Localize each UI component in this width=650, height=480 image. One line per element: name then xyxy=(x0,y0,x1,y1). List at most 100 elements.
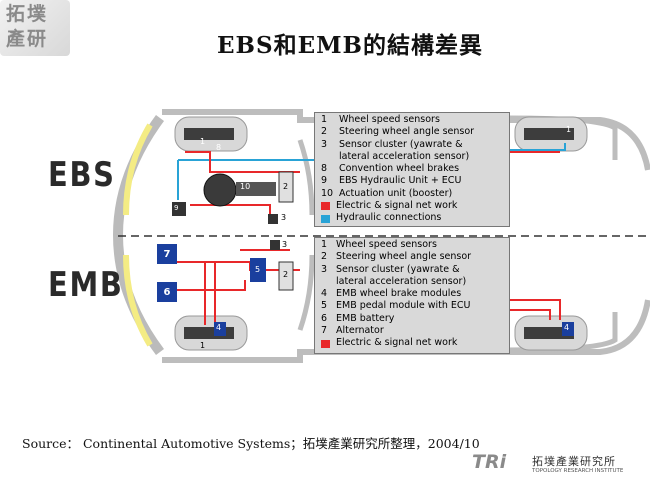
legend-item: 4 EMB wheel brake modules xyxy=(315,288,509,300)
emb-legend: 1 Wheel speed sensors 2 Steering wheel ang… xyxy=(314,237,510,354)
legend-num: 7 xyxy=(321,325,328,337)
legend-text: Convention wheel brakes xyxy=(339,163,460,175)
legend-item: 6 EMB battery xyxy=(315,313,509,325)
headlight-top xyxy=(123,123,153,216)
legend-item: 8 Convention wheel brakes xyxy=(315,163,509,175)
legend-num: 4 xyxy=(321,288,328,300)
legend-item: 3 Sensor cluster (yawrate & xyxy=(315,264,509,276)
headlight-bottom xyxy=(123,254,153,347)
legend-key-text: Electric & signal net work xyxy=(336,200,458,212)
legend-key: Hydraulic connections xyxy=(315,212,509,224)
ebs-marker-9: 9 xyxy=(174,204,179,212)
legend-num: 1 xyxy=(321,114,328,125)
legend-item: 2 Steering wheel angle sensor xyxy=(315,126,509,138)
ebs-electric-line-2 xyxy=(190,204,271,215)
ebs-marker-2: 2 xyxy=(283,182,289,191)
legend-num: 10 xyxy=(321,187,334,199)
ebs-steering-sensor xyxy=(278,171,294,203)
ebs-booster xyxy=(203,173,237,207)
ebs-marker-1: 1 xyxy=(200,137,206,146)
emb-electric-2 xyxy=(175,280,246,291)
legend-key: Electric & signal net work xyxy=(315,200,509,212)
legend-num: 3 xyxy=(321,263,328,275)
legend-item: lateral acceleration sensor) xyxy=(315,151,509,163)
brake-front-ebs xyxy=(184,128,234,140)
ebs-sensor-cluster xyxy=(268,214,278,224)
emb-electric-rear-2 xyxy=(508,309,551,320)
emb-pedal-module xyxy=(250,258,266,282)
emb-marker-2: 2 xyxy=(283,270,289,279)
legend-text: Steering wheel angle sensor xyxy=(339,126,475,138)
legend-text: Actuation unit (booster) xyxy=(339,187,453,199)
emb-battery-box: 6 xyxy=(157,282,177,302)
windshield-top xyxy=(297,139,315,216)
emb-marker-4-front: 4 xyxy=(216,323,222,332)
legend-key-text: Hydraulic connections xyxy=(336,212,442,224)
ebs-label: EBS xyxy=(48,155,116,195)
windshield-bottom xyxy=(297,254,315,331)
legend-text: Sensor cluster (yawrate & xyxy=(336,263,460,275)
legend-num: 8 xyxy=(321,163,328,175)
brand-cn: 拓墣產業研究所 xyxy=(532,455,616,468)
ebs-ecu xyxy=(172,202,186,216)
brand-en: TOPOLOGY RESEARCH INSTITUTE xyxy=(532,468,624,474)
legend-item: 2 Steering wheel angle sensor xyxy=(315,251,509,263)
ebs-marker-rear-1: 1 xyxy=(566,125,572,134)
legend-item: 5 EMB pedal module with ECU xyxy=(315,300,509,312)
brand-mark: TRi xyxy=(472,451,507,473)
ebs-marker-3: 3 xyxy=(281,213,287,222)
legend-item: 1 Wheel speed sensors xyxy=(315,114,509,126)
legend-item: lateral acceleration sensor) xyxy=(315,276,509,288)
legend-item: 10 Actuation unit (booster) xyxy=(315,188,509,200)
legend-num: 2 xyxy=(321,251,328,263)
legend-text: lateral acceleration sensor) xyxy=(339,150,470,162)
emb-electric-rear xyxy=(508,299,561,320)
legend-text: Wheel speed sensors xyxy=(336,239,437,250)
emb-marker-5: 5 xyxy=(255,265,261,274)
legend-key: Electric & signal net work xyxy=(315,337,509,349)
legend-text: Steering wheel angle sensor xyxy=(336,251,472,263)
emb-marker-4-rear: 4 xyxy=(564,323,570,332)
brake-rear-ebs xyxy=(524,128,574,140)
logo: 拓墣產研 xyxy=(0,0,78,62)
brake-front-emb xyxy=(184,327,234,339)
electric-swatch-icon xyxy=(321,202,330,211)
emb-marker-1: 1 xyxy=(200,341,206,350)
footer-brand: TRi 拓墣產業研究所 TOPOLOGY RESEARCH INSTITUTE xyxy=(472,450,648,480)
legend-item: 1 Wheel speed sensors xyxy=(315,239,509,251)
logo-background xyxy=(0,0,70,56)
emb-sensor-cluster xyxy=(270,240,280,250)
legend-num: 2 xyxy=(321,126,328,138)
emb-brake-module-front xyxy=(214,322,226,336)
legend-item: 3 Sensor cluster (yawrate & xyxy=(315,139,509,151)
legend-text: EBS Hydraulic Unit + ECU xyxy=(339,175,462,187)
ebs-legend: 1 Wheel speed sensors 2 Steering wheel ang… xyxy=(314,112,510,227)
emb-brake-module-rear xyxy=(562,322,574,336)
legend-num: 6 xyxy=(321,312,328,324)
emb-marker-3: 3 xyxy=(282,240,288,249)
legend-key-text: Electric & signal net work xyxy=(336,337,458,349)
brake-rear-emb xyxy=(524,327,574,339)
emb-label: EMB xyxy=(48,265,124,305)
ebs-electric-line xyxy=(185,151,300,173)
source-citation: Source： Continental Automotive Systems；拓… xyxy=(22,436,480,451)
electric-swatch-icon xyxy=(321,339,330,348)
legend-text: lateral acceleration sensor) xyxy=(336,275,467,287)
page-title: EBS和EMB的結構差異 xyxy=(216,32,483,59)
logo-text: 拓墣產研 xyxy=(6,3,49,50)
legend-text: EMB wheel brake modules xyxy=(336,288,462,300)
ebs-marker-10: 10 xyxy=(240,182,251,191)
legend-text: Sensor cluster (yawrate & xyxy=(339,138,463,150)
legend-text: EMB battery xyxy=(336,312,395,324)
ebs-marker-8: 8 xyxy=(216,143,222,152)
legend-text: EMB pedal module with ECU xyxy=(336,300,471,312)
legend-item: 9 EBS Hydraulic Unit + ECU xyxy=(315,175,509,187)
legend-num: 9 xyxy=(321,175,328,187)
legend-text: Wheel speed sensors xyxy=(339,114,440,125)
legend-num: 5 xyxy=(321,300,328,312)
hydraulic-swatch-icon xyxy=(321,214,330,223)
legend-num: 1 xyxy=(321,239,328,250)
legend-num: 3 xyxy=(321,138,328,150)
ebs-hydraulic-unit xyxy=(236,182,276,196)
